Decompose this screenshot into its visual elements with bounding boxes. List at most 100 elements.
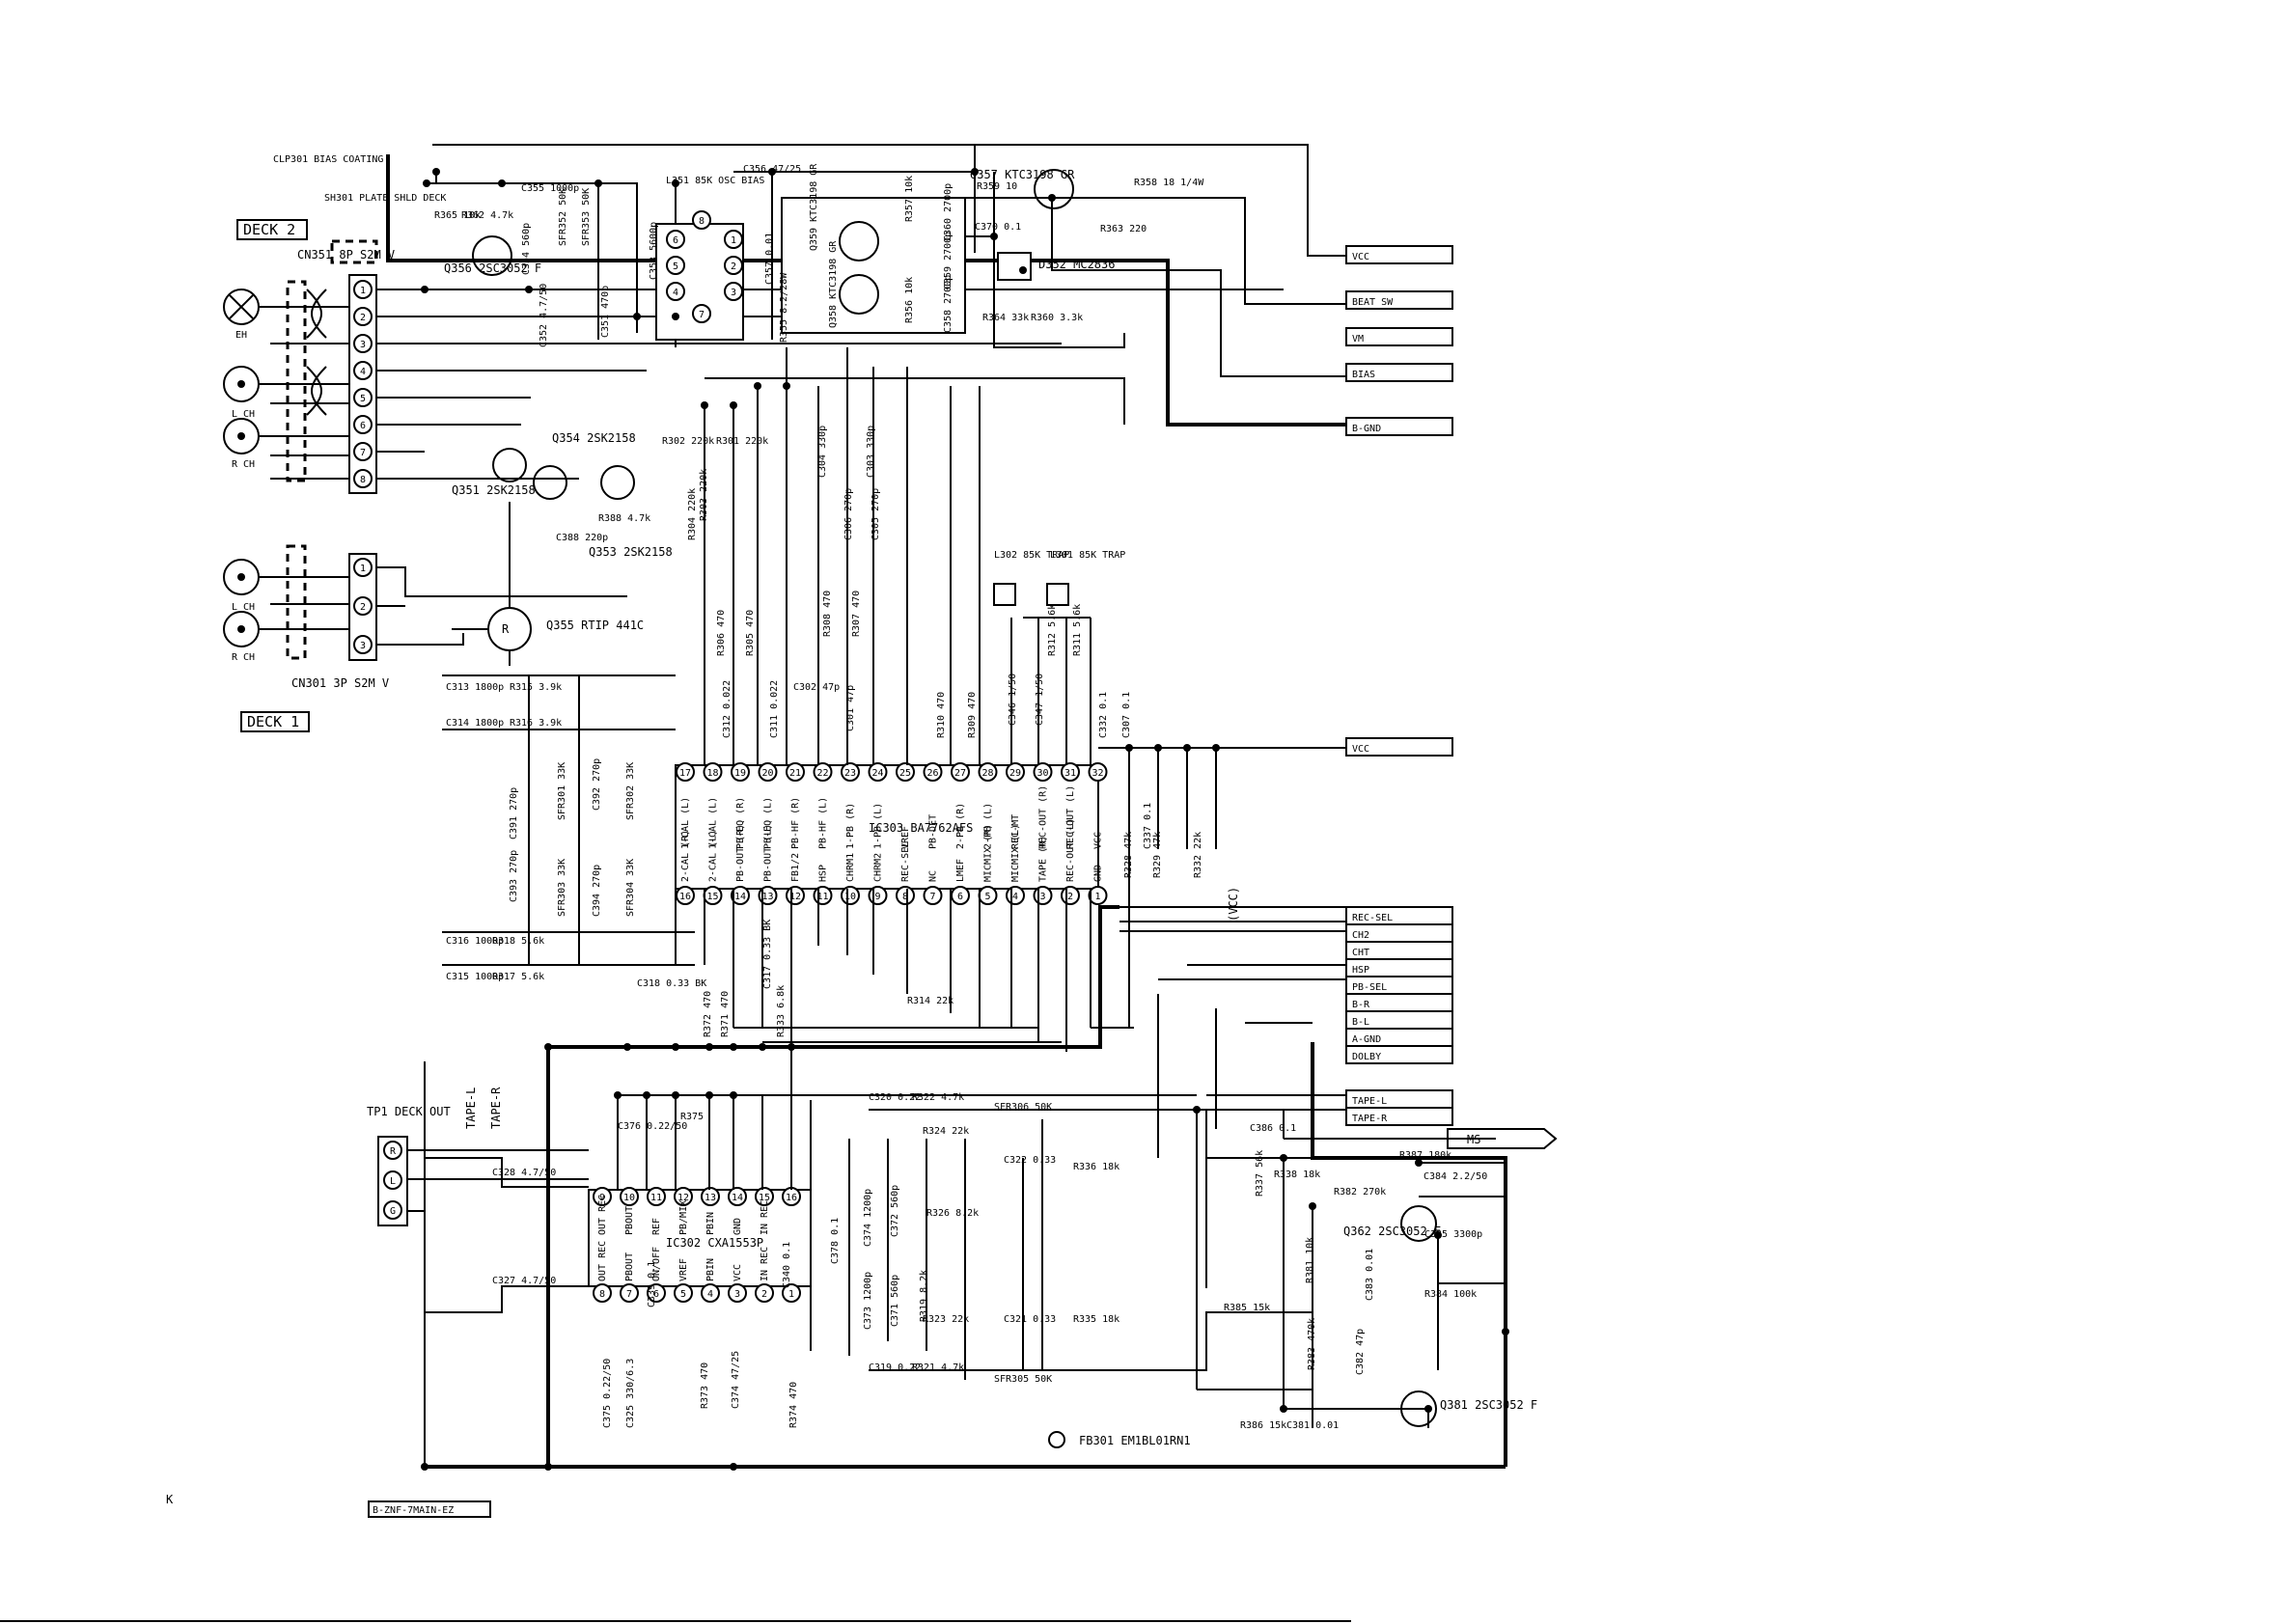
- ic302-pin-7: 7: [620, 1283, 639, 1303]
- component-comp-bottom-24: SFR305 50K: [994, 1374, 1052, 1385]
- cn351-pin-8: 8: [353, 469, 373, 488]
- component-comp-bottom-7: R324 22k: [923, 1126, 969, 1137]
- svg-text:HSP: HSP: [1352, 965, 1369, 976]
- cn351-pin-6: 6: [353, 415, 373, 434]
- svg-text:4: 4: [707, 1289, 713, 1300]
- cn351-pin-1: 1: [353, 280, 373, 299]
- tape-r-vertical: TAPE-R: [489, 1087, 503, 1129]
- ic303-pin-name-21: PB-HF (R): [790, 797, 801, 849]
- svg-text:14: 14: [734, 892, 746, 902]
- svg-text:1: 1: [360, 564, 366, 574]
- component-comp-left-34: C393 270p: [509, 850, 519, 902]
- cn351-pin-7: 7: [353, 442, 373, 461]
- ic302-pin-name-11: REF: [651, 1218, 662, 1235]
- ic302-pin-name-12: PB/MIX: [678, 1200, 689, 1235]
- svg-text:2: 2: [1067, 892, 1073, 902]
- component-comp-left-28: C332 0.1: [1098, 692, 1109, 738]
- svg-text:25: 25: [899, 768, 911, 779]
- component-comp-bottom-38: C383 0.01: [1365, 1249, 1375, 1301]
- ic302-pin-name-13: PBIN: [705, 1212, 716, 1235]
- svg-text:11: 11: [650, 1193, 662, 1203]
- svg-text:3: 3: [360, 340, 366, 350]
- ic303-pin-9: 9: [868, 886, 888, 905]
- component-comp-bottom-23: R321 4.7k: [912, 1363, 964, 1373]
- ic303-pin-name-15: 2-CAL (L): [708, 830, 719, 882]
- component-comp-left-14: C313 1800p: [446, 682, 504, 693]
- svg-text:23: 23: [844, 768, 856, 779]
- component-comp-bottom-33: R382 270k: [1334, 1187, 1386, 1197]
- ic303-pin-name-20: PB-EQ (L): [763, 797, 774, 849]
- ic302-pin-name-4: PBIN: [705, 1258, 716, 1281]
- component-comp-bottom-17: C321 0.33: [1004, 1314, 1056, 1325]
- component-comp-left-1: R388 4.7k: [598, 513, 650, 524]
- osc-coil-pin-7: 7: [692, 304, 711, 323]
- svg-text:7: 7: [626, 1289, 632, 1300]
- cn301-label: CN301 3P S2M V: [291, 676, 389, 690]
- ic303: IC303 BA7762AFS 171-CAL (L)181-CAL (L)19…: [675, 762, 1108, 905]
- component-comp-bottom-28: C374 47/25: [731, 1351, 741, 1409]
- terminal-b-l: B-L: [1345, 1010, 1453, 1030]
- ic303-pin-name-17: 1-CAL (L): [680, 797, 691, 849]
- svg-text:1: 1: [1094, 892, 1100, 902]
- svg-text:19: 19: [734, 768, 746, 779]
- ic302-pin-name-10: PBOUT: [624, 1206, 635, 1235]
- svg-text:13: 13: [761, 892, 773, 902]
- component-comp-bottom-13: C373 1200p: [863, 1272, 873, 1330]
- osc-coil-pin-1: 1: [724, 230, 743, 249]
- component-comp-bottom-9: C372 560p: [890, 1185, 900, 1237]
- component-comp-top-9: C355 1000p: [521, 183, 579, 194]
- ic303-pin-name-5: MICMIX (R): [983, 824, 994, 882]
- svg-text:REC-SEL: REC-SEL: [1352, 913, 1393, 923]
- head-label-rch-2: R CH: [232, 652, 255, 663]
- component-comp-bottom-34: R387 180k: [1399, 1150, 1451, 1161]
- component-comp-left-4: C304 330p: [817, 426, 828, 478]
- component-comp-top-8: R362 4.7k: [461, 210, 513, 221]
- component-comp-left-23: R309 470: [967, 692, 978, 738]
- ic302-pin-name-14: GND: [732, 1218, 743, 1235]
- clp301-label: CLP301 BIAS COATING: [273, 154, 383, 165]
- fet-switches: Q354 2SK2158 Q351 2SK2158 Q353 2SK2158 R…: [452, 431, 673, 666]
- ic303-pin-21: 21: [786, 762, 805, 782]
- svg-text:B-GND: B-GND: [1352, 424, 1381, 434]
- ic303-pin-name-28: 2-PB (L): [983, 803, 994, 849]
- q362-label: Q362 2SC3052 F: [1343, 1225, 1441, 1238]
- ic302-pin-8: 8: [593, 1283, 612, 1303]
- svg-text:CHT: CHT: [1352, 948, 1369, 958]
- component-comp-left-0: C388 220p: [556, 533, 608, 543]
- ic303-pin-name-13: PB-OUT (L): [763, 824, 774, 882]
- q351-label: Q351 2SK2158: [452, 483, 536, 497]
- shield-dashed: [286, 280, 307, 482]
- component-comp-bottom-40: R385 15k: [1224, 1303, 1270, 1313]
- ic303-pin-12: 12: [786, 886, 805, 905]
- component-comp-left-39: R318 5.6k: [492, 936, 544, 947]
- cn351-label: CN351 8P S2M V: [297, 248, 395, 261]
- svg-text:9: 9: [599, 1193, 605, 1203]
- ic303-pin-name-29: REC-MT: [1010, 814, 1021, 849]
- component-comp-top-19: C359 2700p: [943, 232, 954, 289]
- component-comp-bottom-43: R386 15k: [1240, 1420, 1286, 1431]
- ic303-pin-14: 14: [731, 886, 750, 905]
- ic303-pin-name-7: NC: [928, 870, 939, 882]
- main-wiring: [424, 347, 1507, 1469]
- component-comp-left-30: C391 270p: [509, 787, 519, 840]
- cn301-connector: 123: [286, 544, 377, 661]
- terminal-rec-sel: REC-SEL: [1345, 906, 1453, 925]
- osc-coil-pin-5: 5: [666, 256, 685, 275]
- component-comp-bottom-36: C385 3300p: [1424, 1229, 1482, 1240]
- component-comp-left-5: C303 330p: [866, 426, 876, 478]
- deck1-frame: [240, 711, 310, 732]
- svg-text:BIAS: BIAS: [1352, 370, 1375, 380]
- l302-label: L302 85K TRAP: [994, 550, 1069, 561]
- head-label-lch-2: L CH: [232, 602, 255, 613]
- q353-label: Q353 2SK2158: [589, 545, 673, 559]
- cn351-pin-2: 2: [353, 307, 373, 326]
- ic303-label: IC303 BA7762AFS: [869, 821, 973, 835]
- ic303-pin-28: 28: [978, 762, 998, 782]
- ic302-pin-14: 14: [728, 1187, 747, 1206]
- svg-text:6: 6: [653, 1289, 659, 1300]
- svg-text:L: L: [390, 1176, 396, 1187]
- svg-text:14: 14: [732, 1193, 743, 1203]
- board-label: B-ZNF-7MAIN-EZ: [373, 1505, 454, 1516]
- ic303-pin-23: 23: [841, 762, 860, 782]
- component-comp-top-2: R358 18 1/4W: [1134, 178, 1204, 188]
